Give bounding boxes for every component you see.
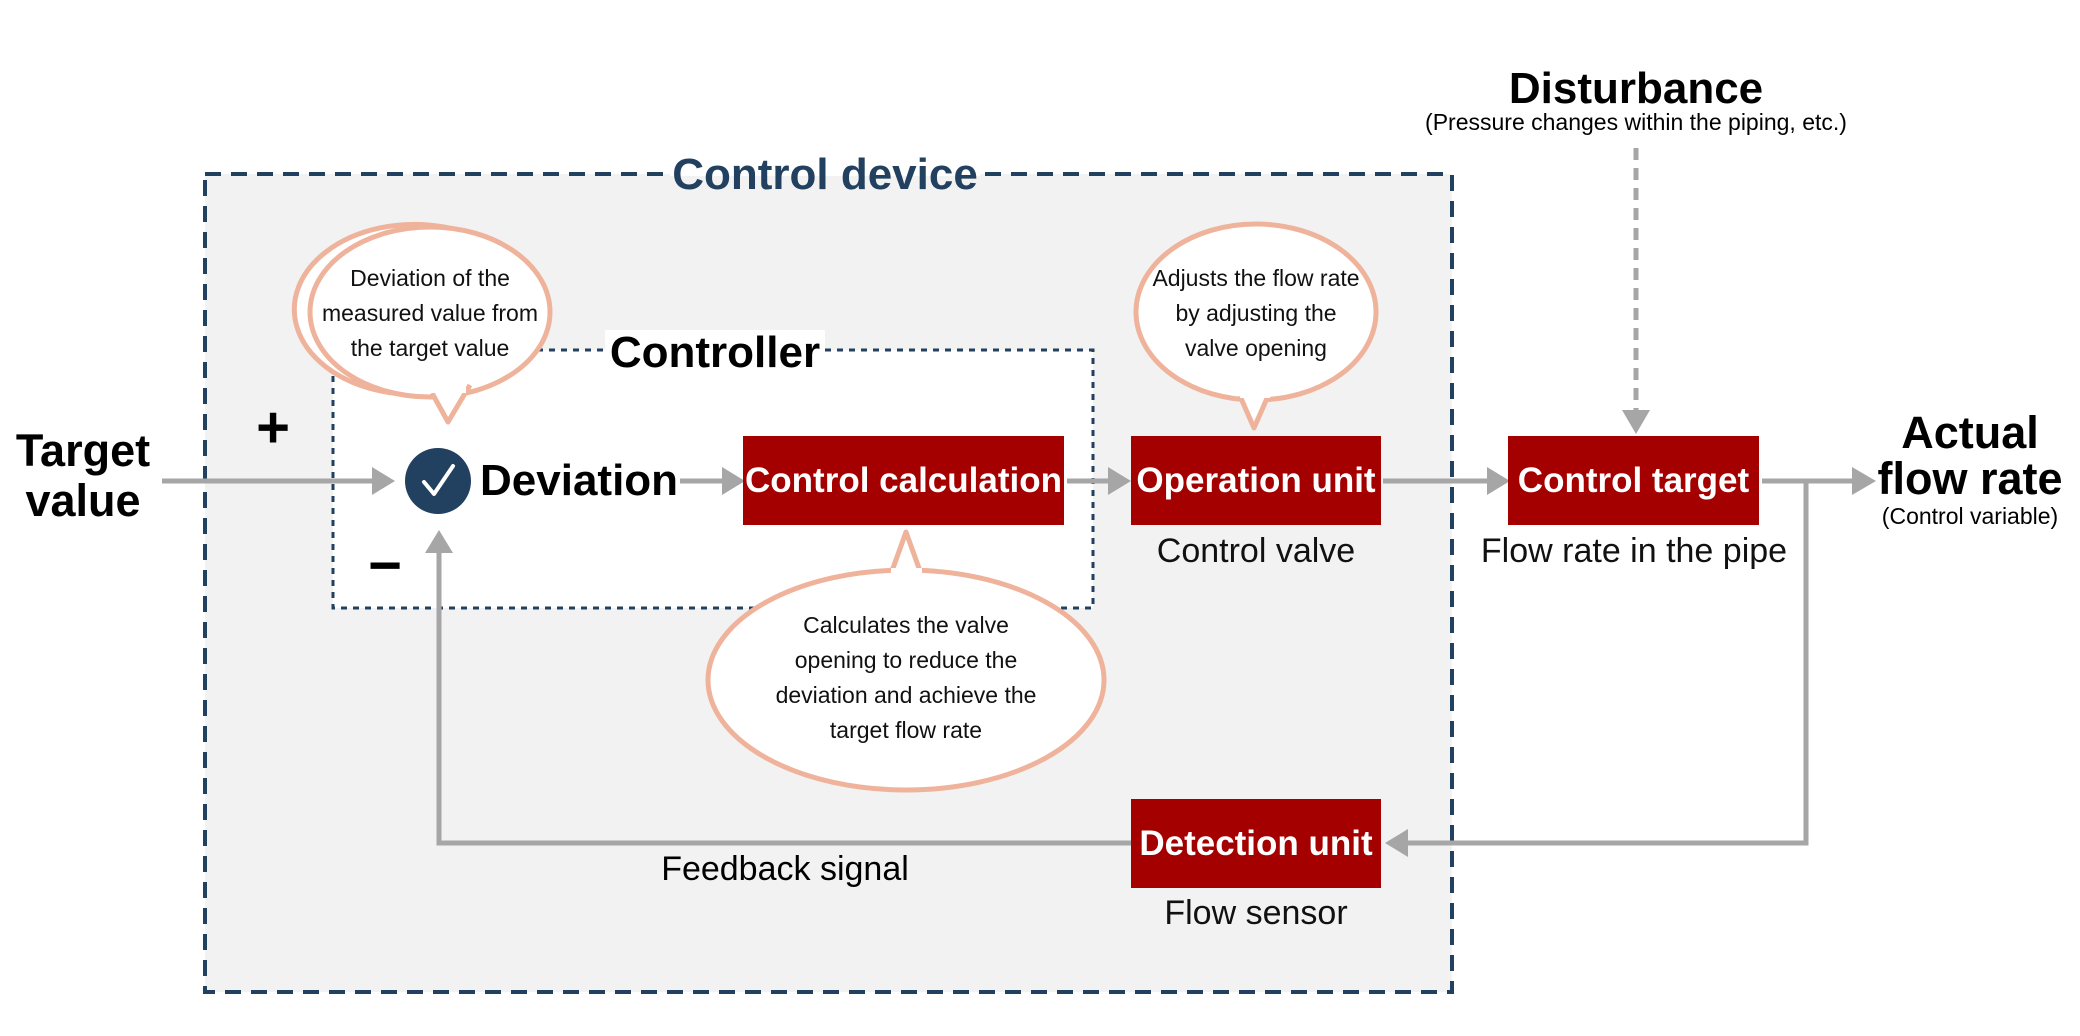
- arrowhead-disturbance: [1622, 410, 1650, 434]
- deviation-note-text: Deviation of the measured value from the…: [321, 265, 539, 361]
- control-variable-label: (Control variable): [1881, 503, 2059, 529]
- arrowhead-calc: [722, 467, 745, 495]
- control-calculation-block: Control calculation: [743, 436, 1064, 525]
- arrowhead-target: [1487, 467, 1510, 495]
- calculation-note-text: Calculates the valve opening to reduce t…: [775, 612, 1037, 743]
- arrowhead-output: [1852, 467, 1876, 495]
- control-device-title: Control device: [672, 150, 978, 199]
- feedback-signal-label: Feedback signal: [661, 850, 909, 888]
- control-target-block: Control target: [1508, 436, 1759, 525]
- flow-rate-in-pipe-label: Flow rate in the pipe: [1480, 532, 1788, 570]
- check-icon: [422, 464, 455, 496]
- operation-unit-block: Operation unit: [1131, 436, 1381, 525]
- detection-unit-block: Detection unit: [1131, 799, 1381, 888]
- arrowhead-feedback: [425, 530, 453, 553]
- target-value-label: Target value: [15, 425, 151, 526]
- control-valve-label: Control valve: [1156, 532, 1356, 570]
- operation-note-text: Adjusts the flow rate by adjusting the v…: [1152, 265, 1360, 361]
- actual-flow-rate-label: Actual flow rate: [1877, 407, 2063, 504]
- summing-point: [405, 448, 471, 514]
- deviation-label: Deviation: [480, 456, 679, 505]
- disturbance-note: (Pressure changes within the piping, etc…: [1425, 109, 1847, 135]
- disturbance-label: Disturbance: [1508, 64, 1764, 113]
- minus-sign: −: [368, 533, 402, 598]
- arrow-feedback-signal: [436, 545, 1132, 846]
- flow-sensor-label: Flow sensor: [1164, 894, 1348, 932]
- plus-sign: +: [256, 395, 290, 460]
- arrow-feedback-return: [1395, 481, 1809, 846]
- arrowhead-operation: [1108, 467, 1131, 495]
- arrowhead-sum: [372, 467, 395, 495]
- controller-title: Controller: [609, 328, 821, 377]
- arrowhead-detection: [1385, 829, 1408, 857]
